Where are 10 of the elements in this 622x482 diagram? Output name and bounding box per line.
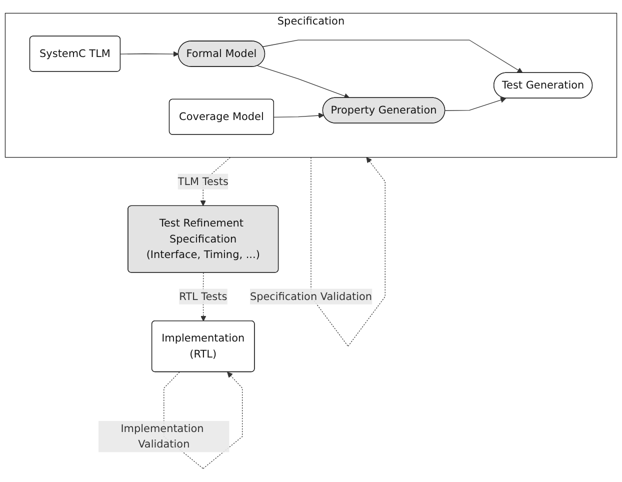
edge-label: Implementation Validation xyxy=(120,422,204,450)
arrow xyxy=(444,97,506,111)
edge-label: Specification Validation xyxy=(250,290,372,303)
edge-label: RTL Tests xyxy=(179,290,228,303)
arrow xyxy=(262,40,523,74)
arrow xyxy=(310,157,386,347)
arrow xyxy=(120,51,179,57)
arrow xyxy=(274,112,324,118)
arrow xyxy=(257,65,350,99)
edge-label: TLM Tests xyxy=(178,175,228,188)
